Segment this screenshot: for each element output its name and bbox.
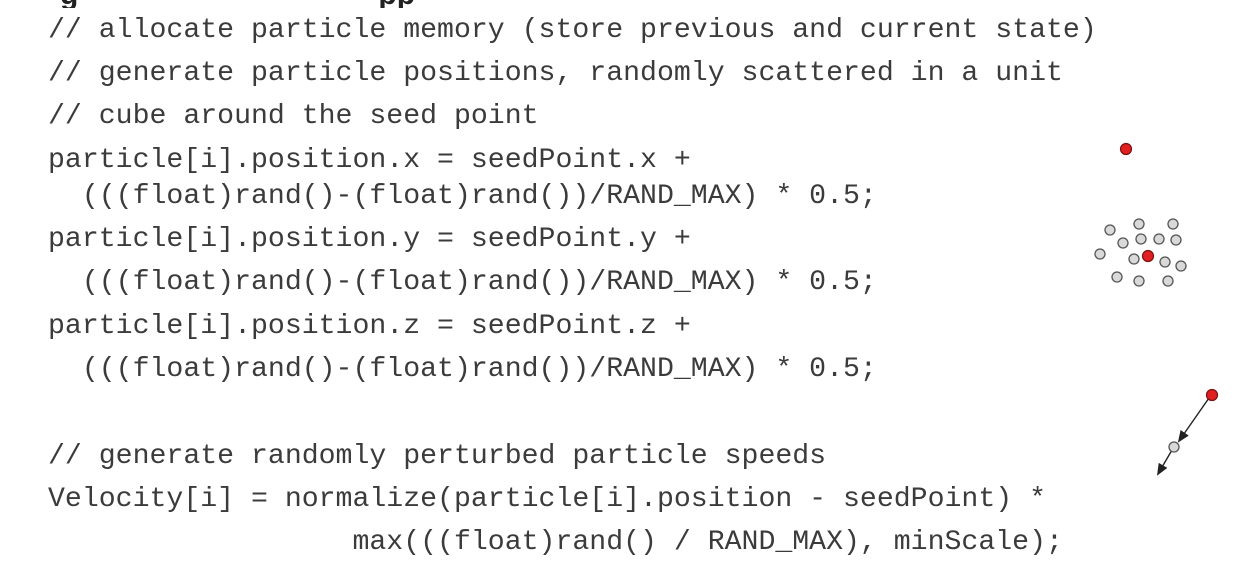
clipped-title: g pp xyxy=(0,0,1254,8)
particle xyxy=(1175,260,1187,272)
code-velocity-max: max(((float)rand() / RAND_MAX), minScale… xyxy=(48,527,1063,558)
seed-point xyxy=(1205,388,1219,402)
velocity-arrow xyxy=(1177,397,1210,443)
particle xyxy=(1162,275,1174,287)
seed-point-illustration xyxy=(1119,142,1133,156)
particle xyxy=(1117,237,1129,249)
clipped-title-text: g pp xyxy=(60,0,415,8)
particle xyxy=(1167,218,1179,230)
code-comment-allocate: // allocate particle memory (store previ… xyxy=(48,15,1097,46)
particle xyxy=(1128,253,1140,265)
particle xyxy=(1111,271,1123,283)
particle xyxy=(1159,256,1171,268)
seed-point xyxy=(1141,249,1155,263)
velocity-arrow xyxy=(1156,449,1173,476)
particle xyxy=(1104,224,1116,236)
particle xyxy=(1170,234,1182,246)
code-comment-speeds: // generate randomly perturbed particle … xyxy=(48,441,827,472)
code-position-x-expr: (((float)rand()-(float)rand())/RAND_MAX)… xyxy=(48,181,877,212)
velocity-direction-illustration xyxy=(1156,388,1219,476)
code-position-y-expr: (((float)rand()-(float)rand())/RAND_MAX)… xyxy=(48,267,877,298)
code-position-x: particle[i].position.x = seedPoint.x + xyxy=(48,145,691,176)
code-comment-cube: // cube around the seed point xyxy=(48,101,539,132)
particle xyxy=(1153,233,1165,245)
code-velocity: Velocity[i] = normalize(particle[i].posi… xyxy=(48,484,1046,515)
code-position-z: particle[i].position.z = seedPoint.z + xyxy=(48,311,691,342)
scattered-particles-illustration xyxy=(1094,218,1187,287)
code-comment-generate-pos: // generate particle positions, randomly… xyxy=(48,58,1063,89)
particle xyxy=(1094,248,1106,260)
code-position-z-expr: (((float)rand()-(float)rand())/RAND_MAX)… xyxy=(48,354,877,385)
particle xyxy=(1135,233,1147,245)
particle xyxy=(1168,441,1180,453)
seed-point xyxy=(1119,142,1133,156)
particle xyxy=(1133,218,1145,230)
code-position-y: particle[i].position.y = seedPoint.y + xyxy=(48,224,691,255)
particle xyxy=(1133,275,1145,287)
